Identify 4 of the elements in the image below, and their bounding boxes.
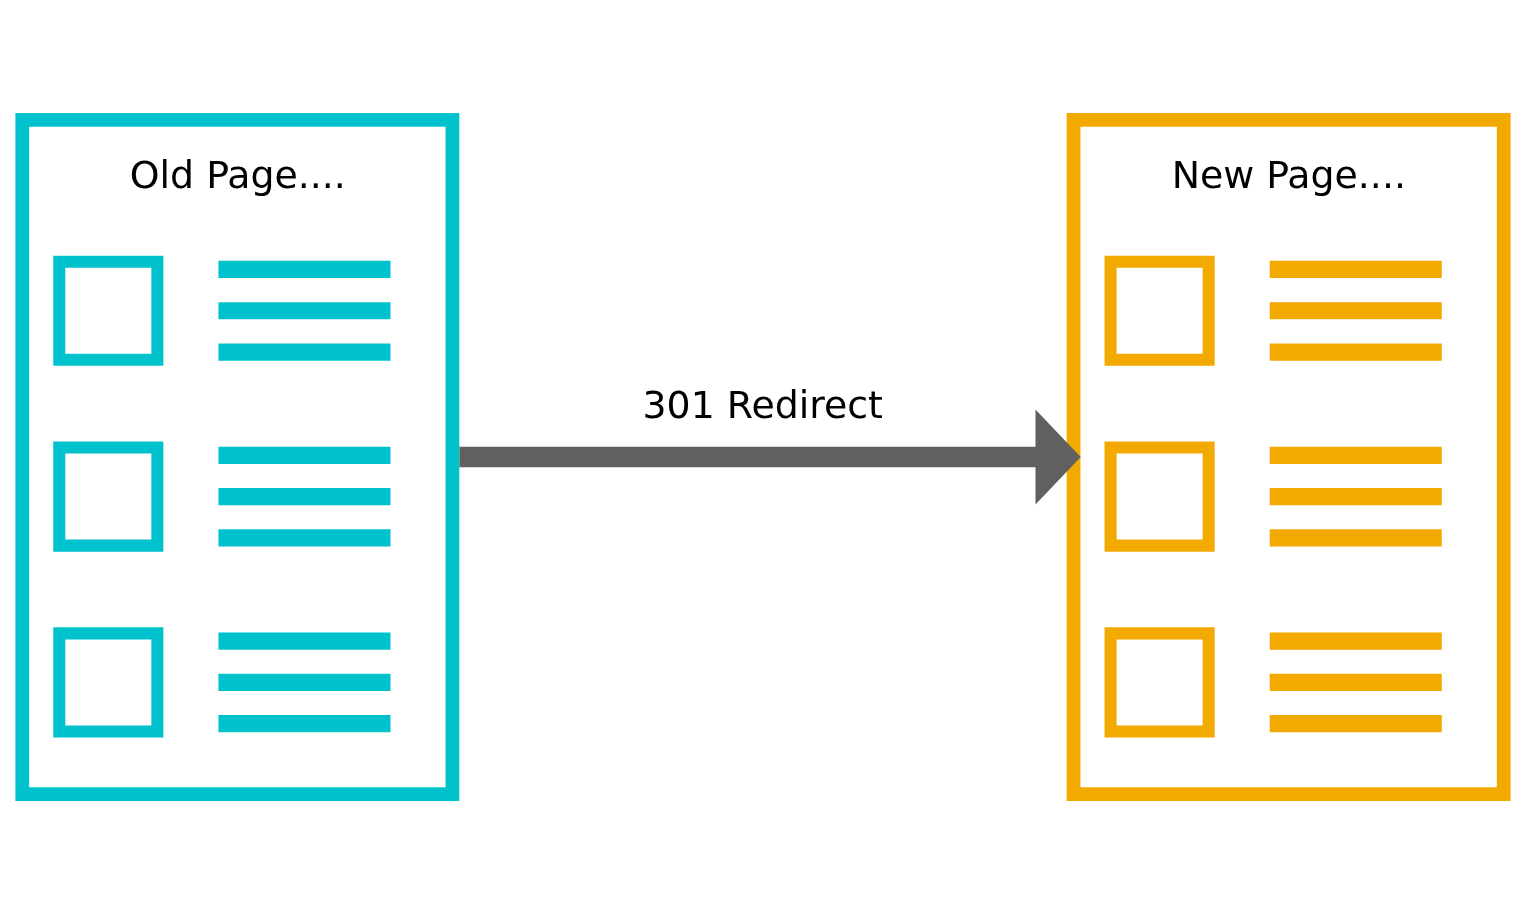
arrow <box>459 409 1081 505</box>
node-box: Old Page.... <box>15 112 460 802</box>
node-box: New Page.... <box>1066 112 1511 802</box>
edge-label: 301 Redirect <box>642 383 883 428</box>
